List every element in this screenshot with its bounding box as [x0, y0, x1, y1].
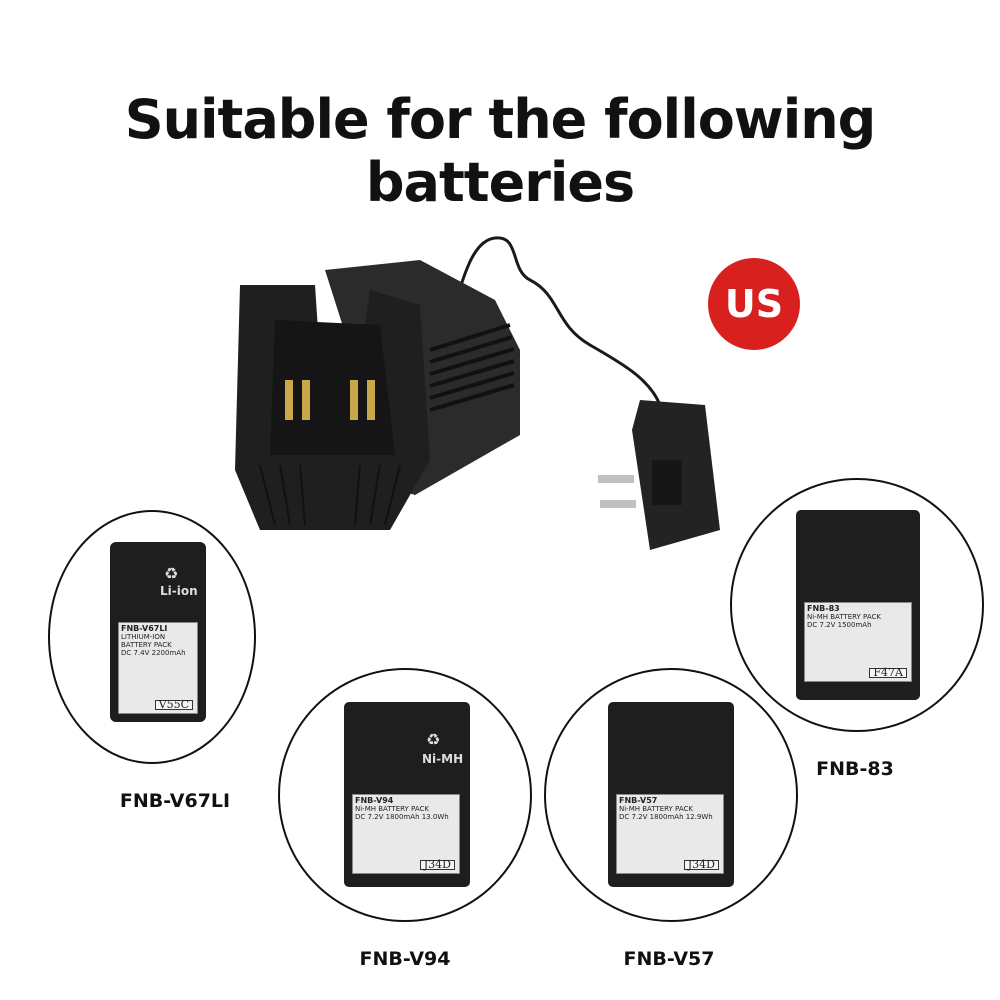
sticker-type: Ni-MH BATTERY PACK [807, 613, 881, 621]
sticker-code: J34D [419, 859, 455, 870]
sticker-code: V55C [154, 699, 193, 710]
recycle-icon: ♻ [164, 564, 179, 583]
sticker-model: FNB-V67LI [121, 624, 168, 633]
us-plug-badge: US [708, 258, 800, 350]
battery-label-fnb-v57: FNB-V57 [623, 948, 715, 970]
sticker-model: FNB-83 [807, 604, 840, 613]
chem-label: Li-ion [160, 584, 198, 598]
sticker-type: Ni-MH BATTERY PACK [355, 805, 429, 813]
sticker-model: FNB-V94 [355, 796, 394, 805]
sticker-rating: DC 7.2V 1500mAh [807, 621, 872, 629]
chem-label: Ni-MH [422, 752, 464, 766]
recycle-icon: ♻ [426, 730, 441, 749]
battery-sticker: FNB-V67LI LITHIUM-ION BATTERY PACK DC 7.… [118, 622, 198, 714]
battery-circle-fnb-v67li: Li-ion ♻ FNB-V67LI LITHIUM-ION BATTERY P… [48, 510, 256, 764]
sticker-type: Ni-MH BATTERY PACK [619, 805, 693, 813]
battery-image: Li-ion ♻ FNB-V67LI LITHIUM-ION BATTERY P… [110, 542, 206, 722]
battery-circle-fnb-v94: Ni-MH ♻ FNB-V94 Ni-MH BATTERY PACK DC 7.… [278, 668, 532, 922]
sticker-rating: DC 7.4V 2200mAh [121, 649, 186, 657]
battery-label-fnb-83: FNB-83 [816, 758, 894, 780]
battery-circle-fnb-83: FNB-83 Ni-MH BATTERY PACK DC 7.2V 1500mA… [730, 478, 984, 732]
battery-circle-fnb-v57: FNB-V57 Ni-MH BATTERY PACK DC 7.2V 1800m… [544, 668, 798, 922]
charger-illustration [235, 236, 720, 550]
page-title: Suitable for the following batteries [124, 88, 877, 214]
battery-image: Ni-MH ♻ FNB-V94 Ni-MH BATTERY PACK DC 7.… [344, 702, 470, 887]
battery-image: FNB-83 Ni-MH BATTERY PACK DC 7.2V 1500mA… [796, 510, 920, 700]
battery-sticker: FNB-83 Ni-MH BATTERY PACK DC 7.2V 1500mA… [804, 602, 912, 682]
sticker-code: J34D [683, 859, 719, 870]
sticker-code: F47A [869, 667, 907, 678]
battery-image: FNB-V57 Ni-MH BATTERY PACK DC 7.2V 1800m… [608, 702, 734, 887]
battery-sticker: FNB-V94 Ni-MH BATTERY PACK DC 7.2V 1800m… [352, 794, 460, 874]
battery-label-fnb-v94: FNB-V94 [359, 948, 451, 970]
sticker-model: FNB-V57 [619, 796, 658, 805]
sticker-rating: DC 7.2V 1800mAh 13.0Wh [355, 813, 449, 821]
sticker-type: LITHIUM-ION BATTERY PACK [121, 633, 172, 649]
battery-label-fnb-v67li: FNB-V67LI [119, 790, 231, 812]
sticker-rating: DC 7.2V 1800mAh 12.9Wh [619, 813, 713, 821]
battery-sticker: FNB-V57 Ni-MH BATTERY PACK DC 7.2V 1800m… [616, 794, 724, 874]
